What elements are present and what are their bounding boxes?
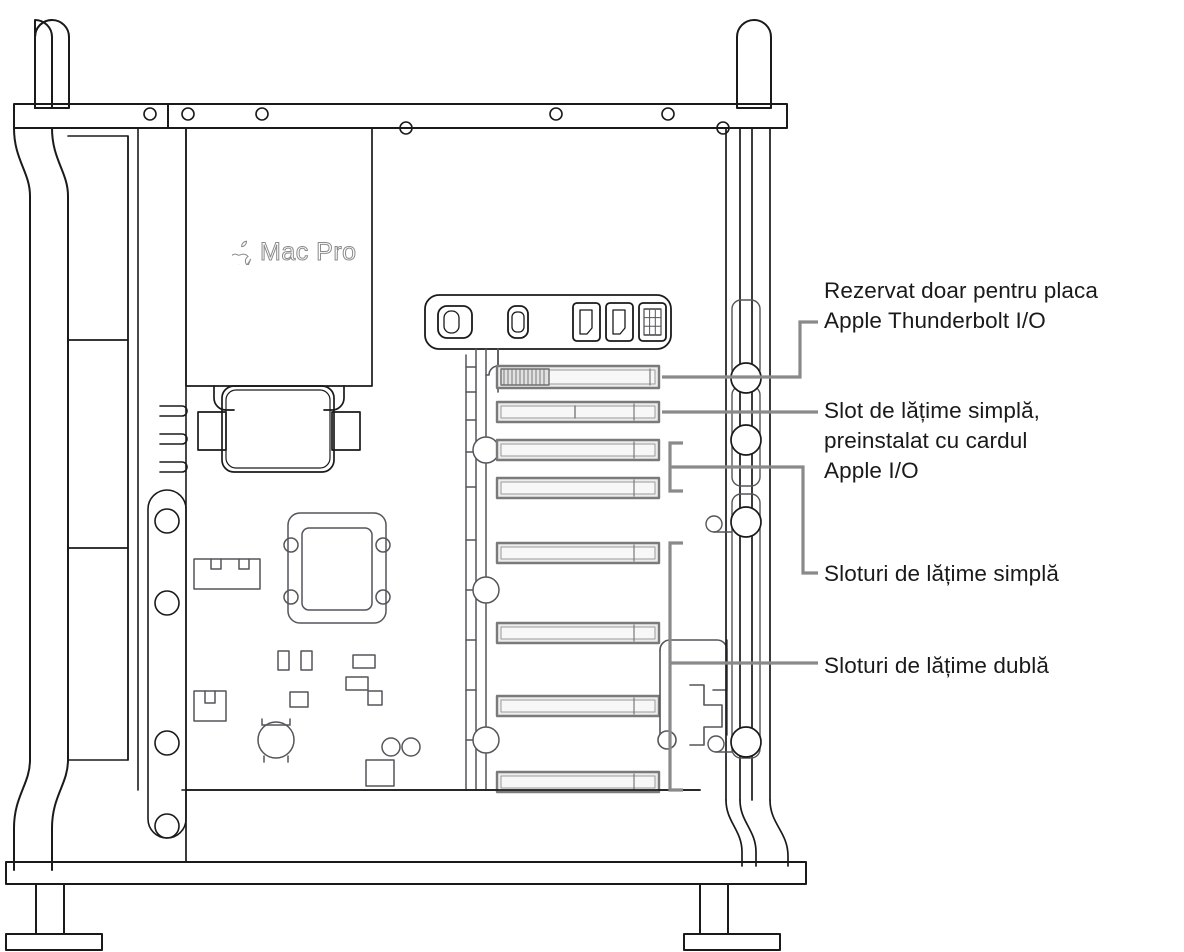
leader-double-width-slots <box>668 541 818 792</box>
pcie-slots <box>495 364 661 794</box>
bottom-rail <box>5 861 807 885</box>
pcie-slot-8 <box>495 770 661 794</box>
board-top-mount-holes <box>143 107 730 135</box>
cpu-socket <box>283 512 391 624</box>
apple-logo-icon <box>232 240 252 265</box>
pcie-slot-7 <box>495 694 661 718</box>
pcie-slot-3 <box>495 438 661 462</box>
handle-top-left <box>34 19 70 109</box>
pcie-slot-2 <box>495 400 661 424</box>
io-port-panel <box>424 294 672 350</box>
chassis-vent-slots <box>159 405 188 473</box>
chassis-left-mount-strip <box>147 489 187 839</box>
power-supply-module <box>185 127 373 473</box>
foot-left <box>5 883 103 951</box>
card-guide-rail <box>465 348 500 791</box>
callout-single-width-preinstalled: Slot de lățime simplă, preinstalat cu ca… <box>824 398 1041 483</box>
board-components <box>193 558 421 787</box>
handle-top-right <box>736 19 772 109</box>
mac-pro-wordmark: Mac Pro <box>232 238 357 267</box>
callout-double-width-slots: Sloturi de lățime dublă <box>824 653 1049 678</box>
port-ethernet <box>638 302 667 342</box>
pcie-slot-4 <box>495 476 661 500</box>
card-retainer-bracket <box>657 639 728 750</box>
port-usb-a-1 <box>572 302 601 342</box>
chassis-left-panels <box>67 127 139 791</box>
cmos-battery <box>257 718 295 763</box>
leader-thunderbolt-io <box>662 320 818 379</box>
chassis-bottom-tray <box>185 789 701 863</box>
leader-single-width-slots <box>668 441 818 575</box>
pcie-slot-6 <box>495 621 661 645</box>
foot-right <box>683 883 781 951</box>
mac-pro-wordmark-text: Mac Pro <box>260 238 357 267</box>
chassis-left-outline <box>13 127 69 871</box>
pcie-slot-5 <box>495 541 661 565</box>
callout-single-width-slots: Sloturi de lățime simplă <box>824 561 1059 586</box>
pcie-slot-1 <box>495 364 661 390</box>
port-usb-a-2 <box>605 302 634 342</box>
chassis-right-rail <box>705 127 789 867</box>
port-audio-jack <box>437 305 473 339</box>
port-usb-c <box>507 305 529 339</box>
callout-thunderbolt-io: Rezervat doar pentru placa Apple Thunder… <box>824 278 1099 333</box>
